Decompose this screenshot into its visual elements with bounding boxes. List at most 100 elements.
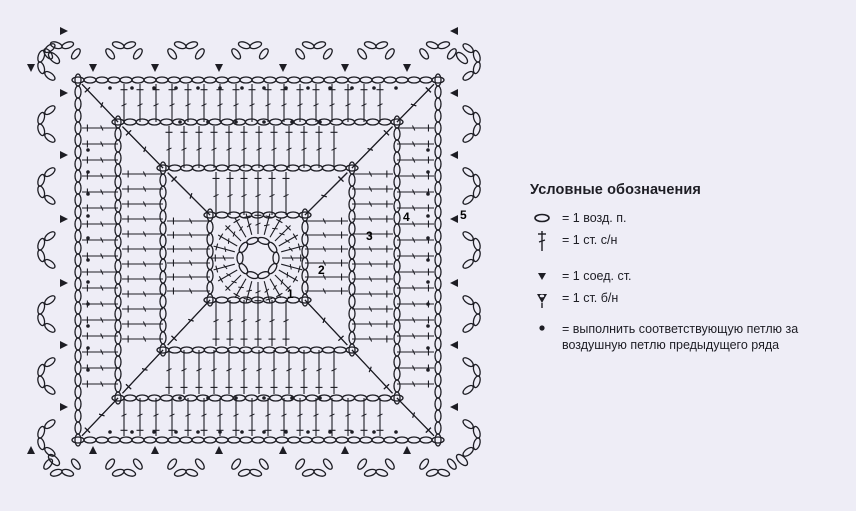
picot-chain — [43, 322, 56, 334]
chain-stitch — [435, 110, 441, 122]
picot-chain — [384, 458, 396, 471]
slip-stitch — [450, 341, 458, 349]
chain-stitch — [435, 422, 441, 434]
picot-chain — [294, 47, 306, 60]
picot-chain — [230, 47, 242, 60]
chain-stitch — [379, 395, 391, 401]
chain-stitch — [394, 128, 400, 140]
chain-stitch — [228, 437, 240, 443]
double-crochet-cross — [219, 276, 223, 282]
legend-item-dot: = выполнить соответствующую петлю за воз… — [530, 318, 840, 354]
chain-stitch — [75, 86, 81, 98]
picot-chain — [61, 41, 74, 50]
chain-stitch — [302, 258, 308, 270]
dot-stitch — [130, 86, 134, 90]
chain-stitch — [169, 347, 181, 353]
chain-stitch — [394, 368, 400, 380]
picot-chain — [50, 41, 63, 50]
double-crochet-cross — [234, 219, 240, 223]
chain-stitch — [435, 350, 441, 362]
chain-stitch — [267, 241, 279, 254]
picot-chain — [37, 364, 46, 377]
picot-chain — [174, 468, 187, 477]
dot-stitch — [86, 258, 90, 262]
double-crochet-cross — [276, 219, 282, 223]
picot-chain — [375, 41, 388, 50]
chain-stitch — [349, 320, 355, 332]
chain-stitch — [75, 194, 81, 206]
double-crochet-bar — [247, 290, 252, 291]
chain-stitch — [273, 252, 279, 264]
chain-stitch — [209, 395, 221, 401]
chain-stitch — [435, 362, 441, 374]
dot-stitch — [178, 120, 182, 124]
picot-chain — [462, 258, 475, 270]
picot-chain — [70, 47, 82, 60]
picot-chain — [61, 468, 74, 477]
picot-chain — [322, 458, 334, 471]
chain-stitch — [75, 326, 81, 338]
dot-stitch — [426, 214, 430, 218]
chain-stitch — [216, 212, 228, 218]
dot-stitch — [426, 236, 430, 240]
chain-stitch — [204, 437, 216, 443]
chain-stitch — [435, 170, 441, 182]
chain-stitch — [237, 241, 249, 254]
round-1 — [237, 236, 279, 280]
picot-chain — [166, 458, 178, 471]
picot-chain — [462, 384, 475, 396]
chain-stitch — [216, 297, 228, 303]
chain-stitch-icon — [530, 208, 554, 230]
chain-stitch — [435, 86, 441, 98]
chain-stitch — [207, 221, 213, 233]
chain-stitch — [394, 224, 400, 236]
dot-stitch — [394, 430, 398, 434]
slip-stitch — [403, 64, 411, 72]
chain-stitch — [252, 165, 264, 171]
chain-stitch — [75, 158, 81, 170]
chain-stitch — [348, 77, 360, 83]
chain-stitch — [394, 380, 400, 392]
chain-stitch — [160, 223, 166, 235]
chain-stitch — [75, 374, 81, 386]
picot-chain — [462, 104, 475, 116]
dot-stitch — [262, 430, 266, 434]
dot-stitch — [196, 430, 200, 434]
chain-stitch — [394, 176, 400, 188]
picot-chain — [43, 418, 56, 430]
picot-chain — [437, 41, 450, 50]
chain-stitch — [216, 437, 228, 443]
chain-stitch — [336, 77, 348, 83]
chain-stitch — [394, 236, 400, 248]
picot-chain — [313, 468, 326, 477]
legend-text-single-crochet: = 1 ст. б/н — [562, 291, 618, 305]
dot-stitch — [262, 396, 266, 400]
dot-stitch — [86, 324, 90, 328]
double-crochet-cross — [234, 293, 240, 297]
chain-stitch — [124, 395, 136, 401]
picot-chain — [112, 41, 125, 50]
chain-stitch — [432, 437, 444, 443]
chain-stitch — [181, 165, 193, 171]
slip-stitch — [341, 446, 349, 454]
round-3 — [157, 162, 358, 356]
chain-stitch — [435, 290, 441, 302]
chain-stitch — [75, 386, 81, 398]
picot-chain — [472, 174, 481, 187]
picot-chain — [123, 41, 136, 50]
picot-chain — [356, 47, 368, 60]
chain-stitch — [245, 119, 257, 125]
crochet-chart-svg: 1 2 3 4 5 — [0, 0, 500, 506]
chain-stitch — [435, 326, 441, 338]
chain-stitch — [435, 314, 441, 326]
chain-stitch — [432, 77, 444, 83]
picot-chain — [104, 458, 116, 471]
picot-chain — [472, 238, 481, 251]
chain-stitch — [252, 77, 264, 83]
slip-stitch — [27, 446, 35, 454]
picot-chain — [43, 166, 56, 178]
chain-stitch — [322, 165, 334, 171]
chain-stitch — [302, 221, 308, 233]
chain-stitch — [75, 230, 81, 242]
picot-chain — [462, 322, 475, 334]
